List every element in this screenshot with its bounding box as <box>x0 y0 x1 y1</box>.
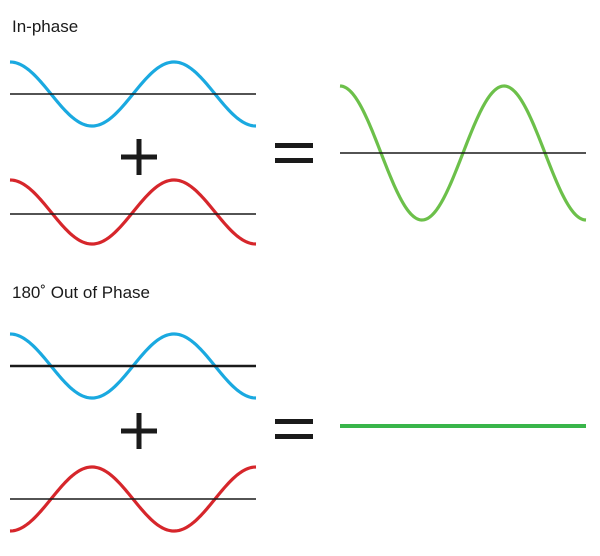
in-phase-equals-sign <box>275 143 313 163</box>
out-of-phase-equals-sign <box>275 419 313 439</box>
in-phase-plus-sign <box>121 139 157 175</box>
out-of-phase-section <box>9 332 586 533</box>
out-of-phase-label: 180˚ Out of Phase <box>12 283 150 302</box>
in-phase-wave-b <box>9 178 257 246</box>
out-of-phase-plus-sign <box>121 413 157 449</box>
in-phase-section <box>9 60 587 246</box>
in-phase-label: In-phase <box>12 17 79 36</box>
